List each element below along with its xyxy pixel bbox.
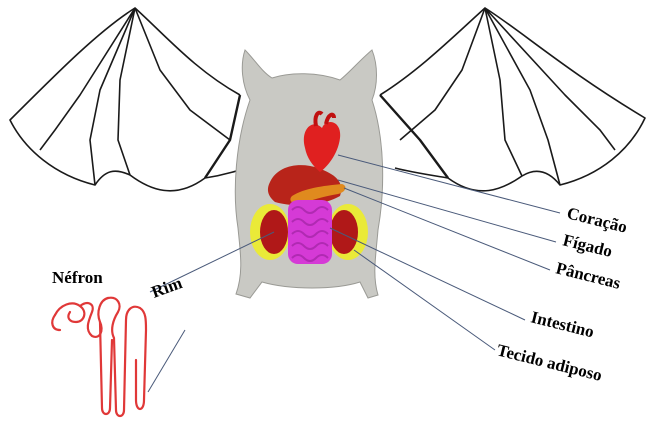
nephron-illustration (52, 298, 146, 416)
label-intestine: Intestino (529, 307, 596, 341)
leader-nephron (148, 330, 185, 392)
label-nephron: Néfron (52, 268, 103, 287)
label-adipose: Tecido adiposo (495, 340, 604, 384)
right-wing (380, 8, 645, 191)
left-wing (10, 8, 255, 191)
label-kidney: Rim (149, 273, 185, 302)
label-liver: Fígado (561, 230, 614, 261)
intestine (288, 200, 332, 264)
leader-adipose (354, 250, 495, 350)
kidney-right (330, 210, 358, 254)
label-pancreas: Pâncreas (554, 258, 623, 292)
